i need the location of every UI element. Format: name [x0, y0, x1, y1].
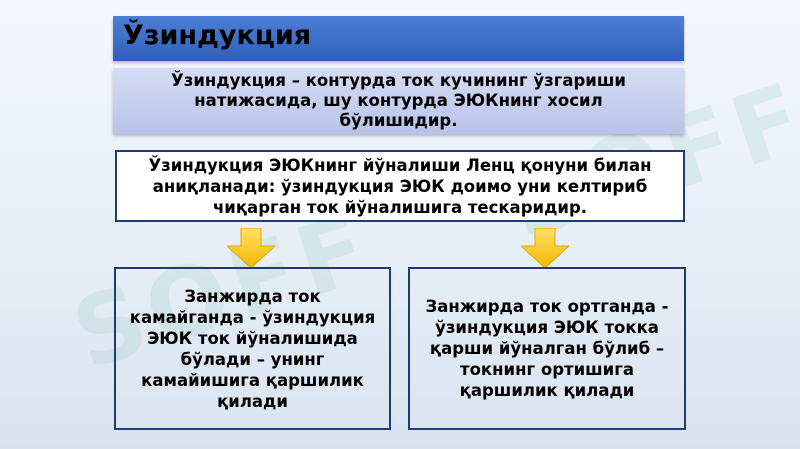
case-decrease-text: Занжирда ток камайганда - ўзиндукция ЭЮК…: [129, 286, 376, 411]
down-arrow-icon-right: [521, 228, 569, 268]
case-increase-box: Занжирда ток ортганда - ўзиндукция ЭЮК т…: [408, 267, 686, 430]
case-decrease-box: Занжирда ток камайганда - ўзиндукция ЭЮК…: [114, 267, 391, 430]
title-bar: Ўзиндукция: [113, 16, 684, 61]
slide-title: Ўзиндукция: [123, 20, 312, 51]
case-increase-text: Занжирда ток ортганда - ўзиндукция ЭЮК т…: [425, 297, 669, 400]
lenz-rule-text: Ўзиндукция ЭЮКнинг йўналиши Ленц қонуни …: [148, 155, 652, 217]
lenz-rule-box: Ўзиндукция ЭЮКнинг йўналиши Ленц қонуни …: [115, 150, 685, 222]
definition-box: Ўзиндукция – контурда ток кучининг ўзгар…: [113, 68, 684, 134]
definition-text: Ўзиндукция – контурда ток кучининг ўзгар…: [171, 71, 626, 130]
down-arrow-icon-left: [227, 228, 275, 268]
